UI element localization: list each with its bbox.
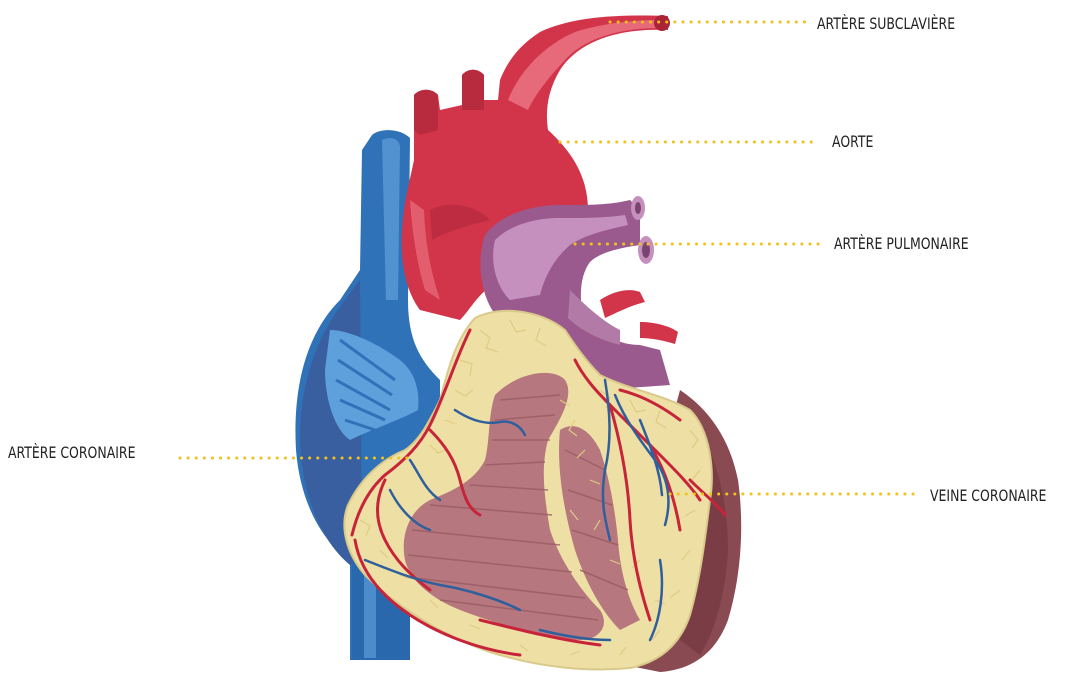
label-subclavian-artery: ARTÈRE SUBCLAVIÈRE: [817, 14, 955, 34]
label-coronary-vein: VEINE CORONAIRE: [930, 486, 1046, 506]
label-aorta: AORTE: [832, 132, 873, 152]
label-coronary-artery: ARTÈRE CORONAIRE: [8, 443, 135, 463]
label-pulmonary-artery: ARTÈRE PULMONAIRE: [834, 234, 969, 254]
